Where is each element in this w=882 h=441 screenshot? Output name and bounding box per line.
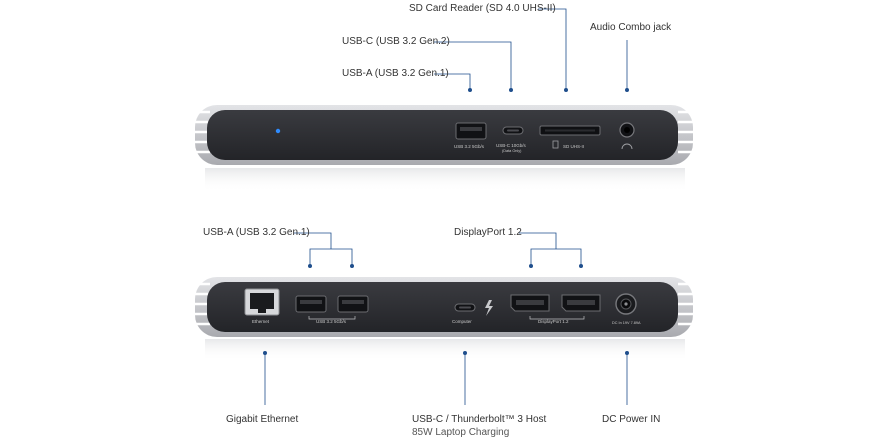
- callout-dot: [579, 264, 583, 268]
- displayport-bracket: [529, 316, 585, 320]
- callout-dots: [263, 88, 629, 355]
- front-usbc-port-sublabel: (Data Only): [502, 149, 522, 153]
- rear-computer-port-label: Computer: [452, 319, 472, 324]
- front-right-vent: [678, 110, 699, 154]
- front-sd-port-label: SD UHS-II: [563, 144, 585, 149]
- dc-power-in-label: DC Power IN: [602, 414, 661, 425]
- front-usbc-port-label: USB-C 10Gb/s: [496, 143, 526, 148]
- ethernet-port: [244, 288, 280, 316]
- rear-displayport-port-label: DisplayPort 1.2: [538, 319, 569, 324]
- front-dock-reflection: [205, 168, 685, 192]
- front-usb-c-port: [502, 126, 524, 135]
- callout-dot: [263, 351, 267, 355]
- callout-dot: [468, 88, 472, 92]
- callout-dot: [529, 264, 533, 268]
- callout-dot: [509, 88, 513, 92]
- usb-c-host-label: USB-C / Thunderbolt™ 3 Host: [412, 414, 547, 425]
- rear-dc-port-label: DC In 19V 7.89A: [612, 321, 641, 325]
- front-usb-port-label: USB 3.2 5Gb/s: [454, 144, 485, 149]
- rear-dock-reflection: [205, 339, 685, 361]
- headset-icon: [621, 143, 633, 150]
- front-usb-a-port: [455, 122, 487, 140]
- callout-dot: [625, 88, 629, 92]
- thunderbolt-icon: [485, 300, 493, 316]
- front-audio-jack: [619, 122, 635, 138]
- rear-usb-c-host-port: [454, 303, 476, 312]
- displayport-label: DisplayPort 1.2: [454, 227, 522, 238]
- displayport-port-1: [510, 294, 550, 312]
- callout-dot: [564, 88, 568, 92]
- rear-usb-a-port-1: [295, 295, 327, 313]
- usb-bracket: [308, 316, 356, 320]
- rear-dock: [189, 277, 699, 361]
- front-usb-a-callout-line: [434, 73, 471, 89]
- sd-card-icon: [552, 140, 559, 149]
- front-usb-a-label: USB-A (USB 3.2 Gen.1): [342, 68, 449, 79]
- callout-dot: [350, 264, 354, 268]
- sd-card-reader-label: SD Card Reader (SD 4.0 UHS-II): [409, 3, 556, 14]
- callout-dot: [308, 264, 312, 268]
- rear-ethernet-port-label: Ethernet: [252, 319, 270, 324]
- power-led: [275, 128, 281, 134]
- displayport-port-2: [561, 294, 601, 312]
- callout-lines: [264, 8, 628, 405]
- displayport-callout-line-top: [519, 232, 557, 249]
- rear-right-vent: [678, 282, 699, 326]
- rear-usb-port-label: USB 3.2 5Gb/s: [316, 319, 347, 324]
- front-dock: [189, 105, 699, 192]
- rear-usb-a-callout-bracket: [309, 248, 353, 265]
- front-dock-panel: [207, 110, 678, 160]
- rear-usb-a-port-2: [337, 295, 369, 313]
- callout-dot: [625, 351, 629, 355]
- rear-usb-a-label: USB-A (USB 3.2 Gen.1): [203, 227, 310, 238]
- front-usb-c-label: USB-C (USB 3.2 Gen.2): [342, 36, 450, 47]
- laptop-charging-label: 85W Laptop Charging: [412, 427, 510, 438]
- callout-dot: [463, 351, 467, 355]
- sd-callout-line: [538, 8, 567, 89]
- front-usb-c-callout-line: [434, 41, 512, 89]
- front-sd-card-slot: [539, 125, 601, 136]
- front-left-vent: [189, 110, 210, 154]
- rear-usb-a-callout-line-top: [294, 232, 332, 249]
- dc-power-jack: [615, 293, 637, 315]
- rear-left-vent: [189, 282, 210, 326]
- displayport-callout-bracket: [530, 248, 582, 265]
- gigabit-ethernet-label: Gigabit Ethernet: [226, 414, 299, 425]
- audio-combo-jack-label: Audio Combo jack: [590, 22, 672, 33]
- rear-dock-panel: [207, 282, 678, 332]
